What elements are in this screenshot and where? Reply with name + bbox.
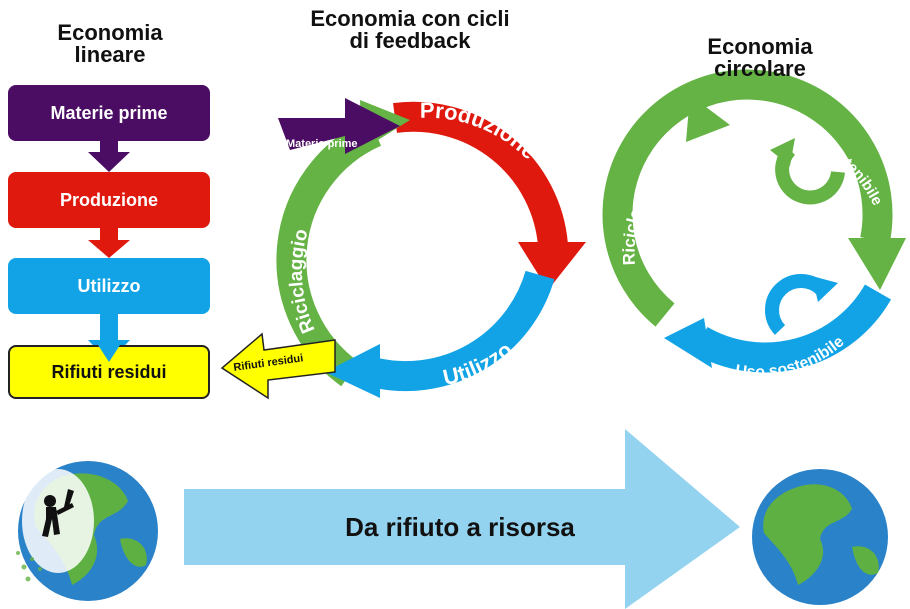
linear-title-line2: lineare bbox=[74, 42, 146, 67]
linear-title-line1: Economia bbox=[57, 20, 163, 45]
feedback-title: Economia con cicli di feedback bbox=[270, 8, 550, 52]
circular-title: Economia circolare bbox=[680, 36, 840, 80]
circular-loop-produzione-head bbox=[770, 138, 795, 166]
circular-arrowhead-green-top bbox=[686, 95, 730, 142]
feedback-arrowhead-utilizzo bbox=[325, 344, 380, 398]
circular-loop-produzione bbox=[775, 145, 845, 205]
linear-box-produzione-label: Produzione bbox=[60, 189, 158, 210]
linear-box-utilizzo-label: Utilizzo bbox=[77, 275, 141, 296]
circular-arrowhead-green-right bbox=[848, 238, 906, 290]
feedback-cycle-diagram: Materie prime Rifiuti residui Produzione… bbox=[220, 69, 906, 400]
bottom-row bbox=[16, 429, 888, 609]
circular-arc-blue bbox=[692, 284, 892, 373]
circular-title-line2: circolare bbox=[714, 56, 806, 81]
circular-arc-green bbox=[602, 69, 893, 327]
linear-title: Economia lineare bbox=[20, 22, 200, 66]
feedback-arc-produzione bbox=[393, 101, 568, 247]
feedback-input-arrow-materie-prime bbox=[278, 98, 400, 154]
linear-box-utilizzo: Utilizzo bbox=[8, 258, 210, 314]
polluter-figure-icon bbox=[42, 489, 74, 537]
circular-loop-uso bbox=[765, 274, 828, 335]
earth-polluted-icon bbox=[16, 461, 158, 601]
feedback-arrowhead-produzione bbox=[518, 242, 586, 290]
linear-box-produzione: Produzione bbox=[8, 172, 210, 228]
linear-arrow-tip-over-rifiuti bbox=[98, 345, 120, 362]
feedback-title-line1: Economia con cicli bbox=[310, 6, 510, 31]
feedback-output-arrow-rifiuti-residui bbox=[220, 332, 336, 400]
circular-title-line1: Economia bbox=[707, 34, 813, 59]
circular-loop-uso-head bbox=[812, 276, 838, 302]
linear-arrow-1 bbox=[88, 140, 130, 172]
earth-healthy-icon bbox=[752, 469, 888, 605]
feedback-label-materie-prime: Materie prime bbox=[286, 138, 358, 150]
feedback-arc-utilizzo bbox=[368, 270, 555, 391]
circular-arrowhead-blue bbox=[664, 318, 712, 368]
linear-arrow-2 bbox=[88, 228, 130, 258]
linear-box-materie-prime: Materie prime bbox=[8, 85, 210, 141]
linear-box-materie-prime-label: Materie prime bbox=[50, 102, 168, 123]
transition-arrow bbox=[184, 429, 740, 609]
feedback-title-line2: di feedback bbox=[349, 28, 471, 53]
linear-box-rifiuti-residui-label: Rifiuti residui bbox=[51, 361, 167, 382]
transition-arrow-label: Da rifiuto a risorsa bbox=[345, 512, 575, 542]
